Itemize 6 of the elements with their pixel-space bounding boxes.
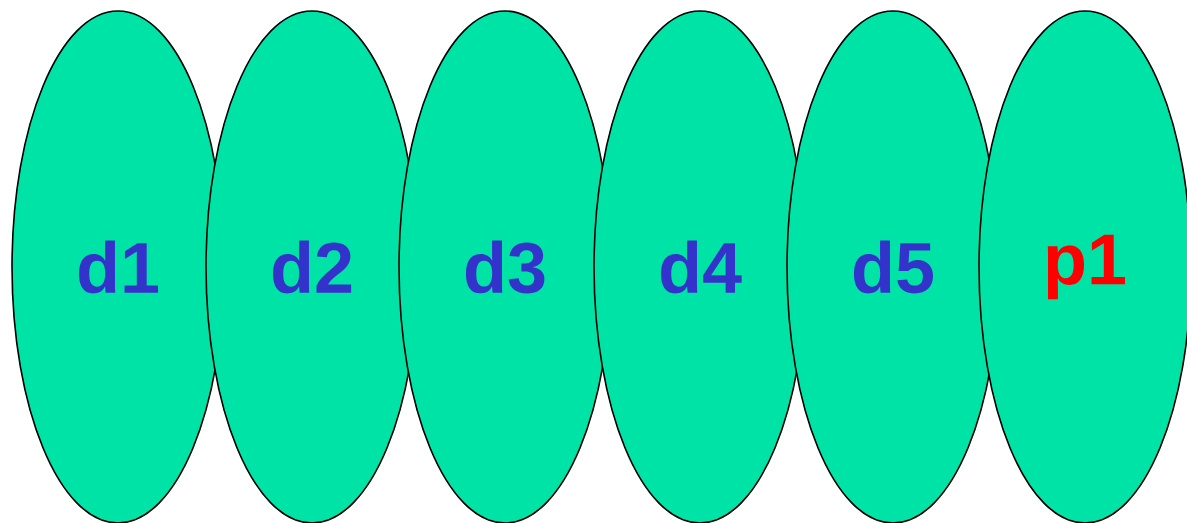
oval: p1 <box>978 10 1187 523</box>
oval: d1 <box>11 10 225 523</box>
oval: d3 <box>398 10 612 523</box>
oval: d4 <box>593 10 807 523</box>
oval: d2 <box>205 10 419 523</box>
oval: d5 <box>786 10 1000 523</box>
